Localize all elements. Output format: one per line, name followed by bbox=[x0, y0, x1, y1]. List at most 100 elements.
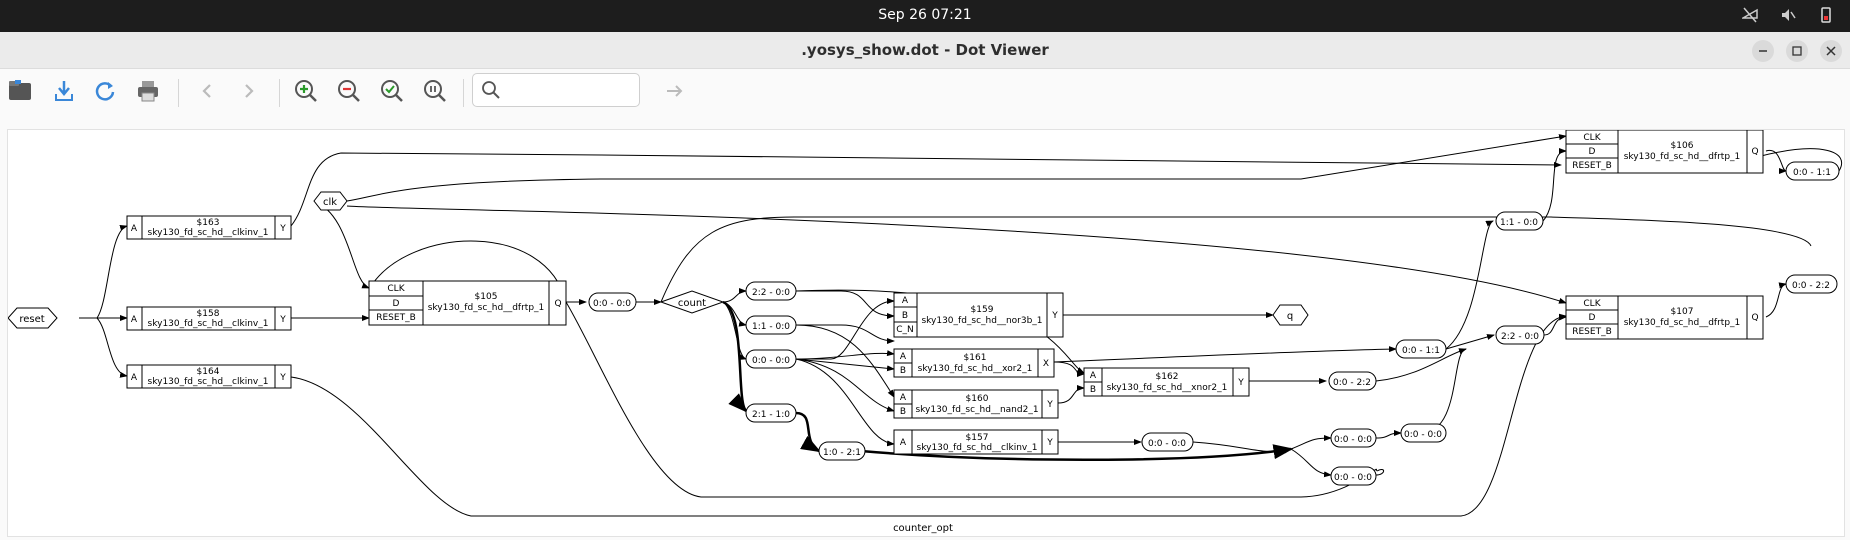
zoom-fit-button[interactable] bbox=[377, 76, 407, 106]
search-icon bbox=[482, 81, 500, 99]
find-next-button[interactable] bbox=[660, 76, 690, 106]
zoom-in-button[interactable] bbox=[291, 76, 321, 106]
slice-node[interactable]: 0:0 - 0:0 bbox=[588, 292, 637, 312]
port-q[interactable]: q bbox=[1272, 304, 1309, 326]
close-button[interactable] bbox=[1820, 40, 1842, 62]
cell-164[interactable]: A $164 sky130_fd_sc_hd__clkinv_1 Y bbox=[126, 364, 292, 389]
slice-node[interactable]: 0:0 - 2:2 bbox=[1785, 274, 1838, 294]
slice-label: 1:1 - 0:0 bbox=[752, 322, 790, 332]
cell-105-id: $105 bbox=[475, 292, 498, 302]
cell-159-type: sky130_fd_sc_hd__nor3b_1 bbox=[921, 316, 1042, 326]
cell-105[interactable]: CLK D RESET_B $105 sky130_fd_sc_hd__dfrt… bbox=[368, 280, 567, 326]
slice-node[interactable]: 1:0 - 2:1 bbox=[818, 441, 866, 461]
slice-node[interactable]: 0:0 - 1:1 bbox=[1395, 339, 1447, 359]
slice-node[interactable]: 1:1 - 0:0 bbox=[1495, 211, 1544, 231]
port-reset[interactable]: reset bbox=[7, 307, 58, 329]
slice-node[interactable]: 2:2 - 0:0 bbox=[745, 281, 797, 301]
cell-160-pin-y: Y bbox=[1046, 400, 1053, 410]
graph-title: counter_opt bbox=[893, 523, 953, 534]
cell-160-type: sky130_fd_sc_hd__nand2_1 bbox=[915, 405, 1038, 415]
cell-157[interactable]: A $157 sky130_fd_sc_hd__clkinv_1 Y bbox=[893, 429, 1059, 455]
network-icon[interactable] bbox=[1740, 6, 1758, 24]
port-q-label: q bbox=[1287, 311, 1293, 322]
cell-161[interactable]: A B $161 sky130_fd_sc_hd__xor2_1 X bbox=[893, 348, 1055, 378]
slice-label: 1:0 - 2:1 bbox=[823, 448, 861, 458]
battery-icon[interactable] bbox=[1818, 6, 1834, 24]
cell-162-type: sky130_fd_sc_hd__xnor2_1 bbox=[1107, 383, 1228, 393]
slice-label: 2:2 - 0:0 bbox=[752, 288, 790, 298]
slice-label: 1:1 - 0:0 bbox=[1500, 218, 1538, 228]
system-tray[interactable] bbox=[1740, 6, 1834, 24]
cell-161-id: $161 bbox=[964, 353, 987, 363]
port-reset-label: reset bbox=[19, 314, 44, 325]
cell-107[interactable]: CLK D RESET_B $107 sky130_fd_sc_hd__dfrt… bbox=[1565, 295, 1764, 340]
slice-node[interactable]: 0:0 - 2:2 bbox=[1328, 371, 1377, 391]
clock[interactable]: Sep 26 07:21 bbox=[878, 7, 972, 23]
slice-node[interactable]: 2:2 - 0:0 bbox=[1495, 325, 1545, 345]
zoom-out-icon bbox=[338, 80, 360, 102]
slice-node[interactable]: 0:0 - 0:0 bbox=[1330, 428, 1377, 448]
cell-107-pin-clk: CLK bbox=[1583, 299, 1601, 309]
dot-graph[interactable]: reset clk q count A $163 sky130_fd_sc_hd… bbox=[7, 129, 1844, 536]
cell-106-pin-clk: CLK bbox=[1583, 133, 1601, 143]
cell-157-pin-a: A bbox=[900, 438, 907, 448]
cell-107-pin-q: Q bbox=[1751, 313, 1758, 323]
forward-button[interactable] bbox=[234, 76, 264, 106]
minimize-button[interactable] bbox=[1752, 40, 1774, 62]
system-top-bar: Sep 26 07:21 bbox=[0, 0, 1850, 32]
cell-159-pin-b: B bbox=[902, 311, 908, 321]
zoom-100-button[interactable] bbox=[420, 76, 450, 106]
back-button[interactable] bbox=[192, 76, 222, 106]
graph-canvas[interactable]: reset clk q count A $163 sky130_fd_sc_hd… bbox=[7, 129, 1845, 537]
cell-107-type: sky130_fd_sc_hd__dfrtp_1 bbox=[1624, 318, 1741, 328]
slice-node[interactable]: 2:1 - 1:0 bbox=[745, 403, 797, 423]
cell-105-pin-d: D bbox=[393, 299, 400, 309]
slice-label: 0:0 - 0:0 bbox=[1148, 439, 1186, 449]
slice-label: 0:0 - 0:0 bbox=[1334, 435, 1372, 445]
slice-node[interactable]: 0:0 - 1:1 bbox=[1785, 161, 1840, 181]
search-box[interactable] bbox=[472, 73, 640, 107]
cell-107-pin-d: D bbox=[1589, 313, 1596, 323]
reload-button[interactable] bbox=[90, 76, 120, 106]
cell-160[interactable]: A B $160 sky130_fd_sc_hd__nand2_1 Y bbox=[893, 389, 1059, 419]
open-button[interactable] bbox=[5, 76, 35, 106]
cell-162[interactable]: A B $162 sky130_fd_sc_hd__xnor2_1 Y bbox=[1083, 367, 1250, 397]
cell-106-type: sky130_fd_sc_hd__dfrtp_1 bbox=[1624, 152, 1741, 162]
cell-106-pin-d: D bbox=[1589, 147, 1596, 157]
count-node[interactable]: count bbox=[659, 290, 725, 314]
cell-105-type: sky130_fd_sc_hd__dfrtp_1 bbox=[428, 303, 545, 313]
cell-159[interactable]: A B C_N $159 sky130_fd_sc_hd__nor3b_1 Y bbox=[893, 292, 1064, 338]
cell-164-type: sky130_fd_sc_hd__clkinv_1 bbox=[148, 377, 269, 387]
print-button[interactable] bbox=[133, 76, 163, 106]
cell-158[interactable]: A $158 sky130_fd_sc_hd__clkinv_1 Y bbox=[126, 306, 292, 331]
cell-159-pin-y: Y bbox=[1051, 311, 1058, 321]
slice-node[interactable]: 1:1 - 0:0 bbox=[745, 315, 797, 335]
slice-node[interactable]: 0:0 - 0:0 bbox=[1400, 423, 1447, 443]
cell-158-pin-a: A bbox=[131, 315, 138, 325]
search-input[interactable] bbox=[503, 77, 635, 103]
save-button[interactable] bbox=[49, 76, 79, 106]
slice-node[interactable]: 0:0 - 0:0 bbox=[1330, 466, 1377, 486]
slice-label: 0:0 - 2:2 bbox=[1333, 378, 1371, 388]
toolbar bbox=[0, 69, 1850, 121]
cell-161-type: sky130_fd_sc_hd__xor2_1 bbox=[918, 364, 1033, 374]
cell-159-pin-c-n: C_N bbox=[896, 325, 914, 335]
cell-106-pin-q: Q bbox=[1751, 147, 1758, 157]
zoom-original-icon bbox=[424, 80, 446, 102]
maximize-button[interactable] bbox=[1786, 40, 1808, 62]
slice-node[interactable]: 0:0 - 0:0 bbox=[1141, 432, 1194, 452]
slice-label: 0:0 - 0:0 bbox=[1334, 473, 1372, 483]
volume-muted-icon[interactable] bbox=[1780, 6, 1796, 24]
window-title: .yosys_show.dot - Dot Viewer bbox=[801, 41, 1049, 59]
cell-106[interactable]: CLK D RESET_B $106 sky130_fd_sc_hd__dfrt… bbox=[1565, 129, 1764, 174]
port-clk[interactable]: clk bbox=[313, 191, 348, 211]
zoom-out-button[interactable] bbox=[334, 76, 364, 106]
cell-157-pin-y: Y bbox=[1046, 438, 1053, 448]
cell-161-pin-a: A bbox=[900, 352, 907, 362]
zoom-fit-icon bbox=[381, 80, 403, 102]
cell-105-pin-reset-b: RESET_B bbox=[376, 313, 416, 323]
cell-163[interactable]: A $163 sky130_fd_sc_hd__clkinv_1 Y bbox=[126, 215, 292, 240]
cell-161-pin-x: X bbox=[1043, 359, 1049, 369]
refresh-icon bbox=[95, 82, 115, 101]
slice-node[interactable]: 0:0 - 0:0 bbox=[745, 349, 797, 369]
